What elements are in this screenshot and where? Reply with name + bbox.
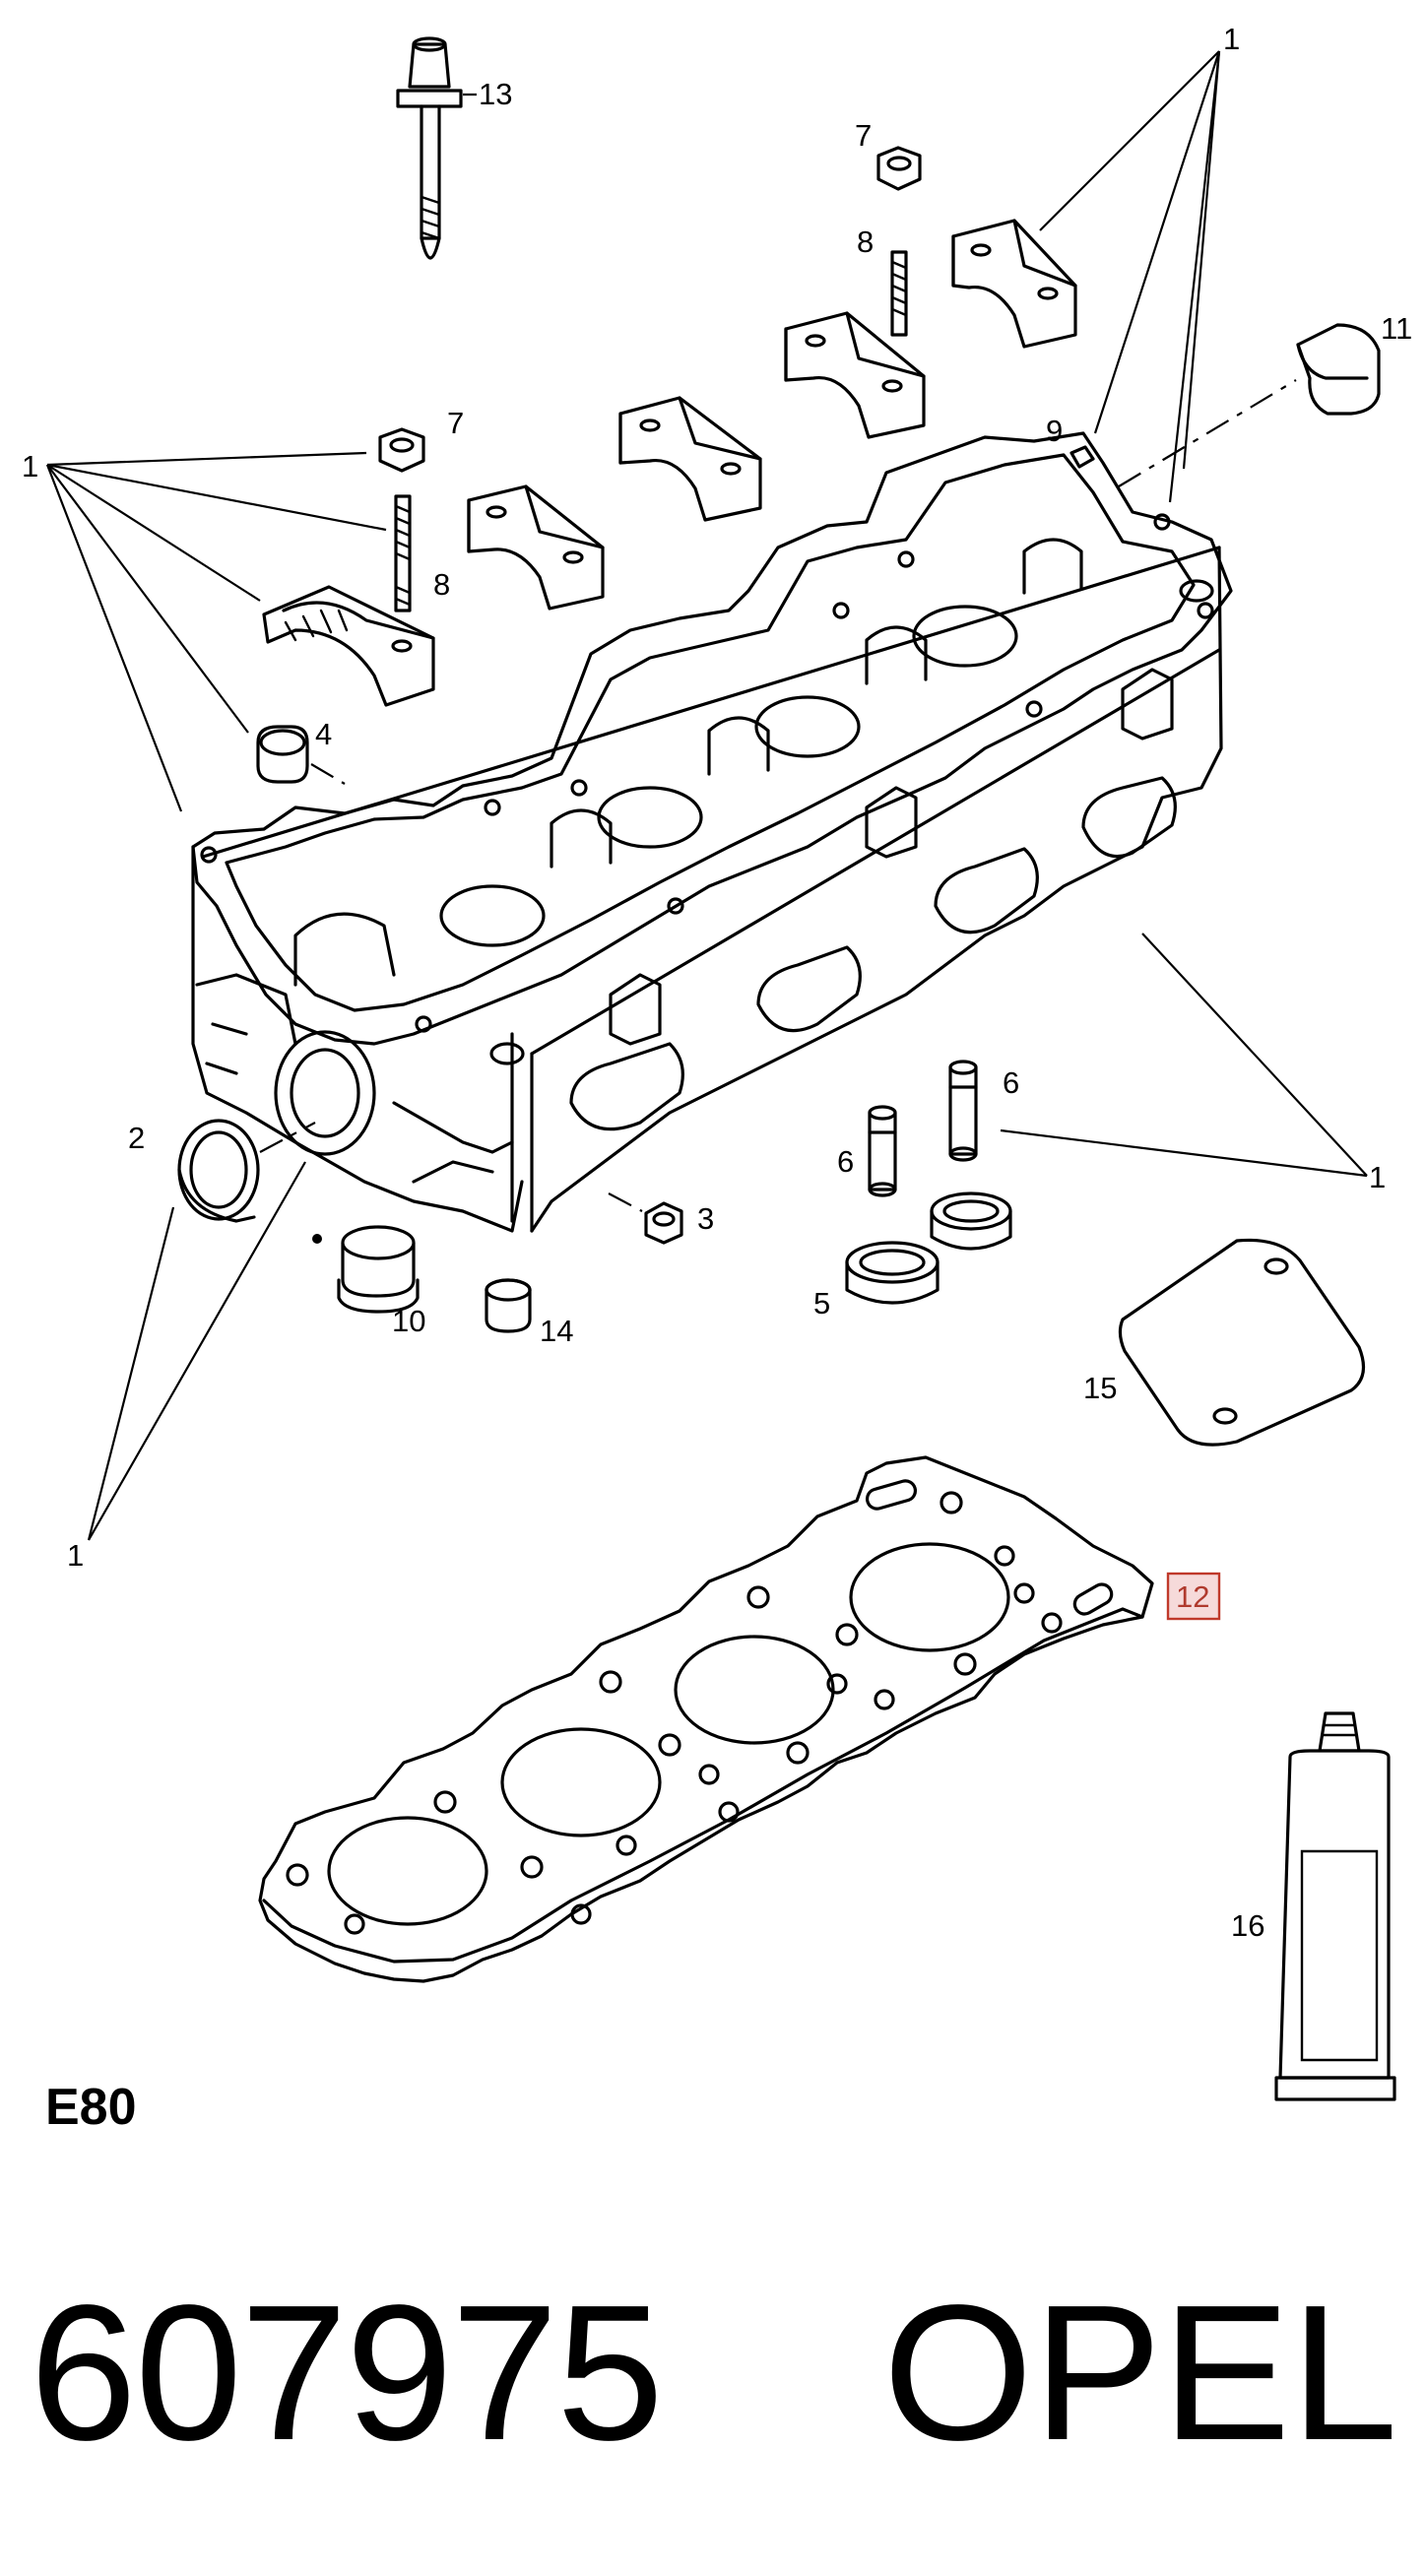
- callout-16: 16: [1231, 1908, 1264, 1943]
- valve-seal-5-b: [930, 1191, 1012, 1251]
- callout-9: 9: [1046, 414, 1063, 448]
- bearing-cap-1: [951, 219, 1077, 349]
- callout-labels: 1 1 1 1 2 3 4 5 6 6 7 7 8 8 9 10 11 13 1…: [22, 22, 1412, 1943]
- callout-14: 14: [540, 1314, 573, 1348]
- seal-ring-2: [177, 1119, 316, 1223]
- stud-8-lower: [394, 494, 412, 612]
- callout-3: 3: [697, 1201, 714, 1236]
- valve-seal-5-a: [845, 1241, 940, 1305]
- callout-8-b: 8: [433, 567, 450, 602]
- valve-guide-6-a: [868, 1105, 897, 1197]
- cap-11: [1118, 323, 1381, 487]
- callout-5: 5: [813, 1286, 830, 1320]
- section-code: E80: [45, 2079, 137, 2136]
- bearing-cap-4: [467, 484, 605, 611]
- callout-1-left: 1: [22, 449, 38, 483]
- callout-10: 10: [392, 1304, 425, 1338]
- callout-12-highlight-box: [1166, 1572, 1221, 1621]
- callout-1-right: 1: [1369, 1160, 1386, 1194]
- callout-12: 12: [1176, 1579, 1209, 1614]
- callout-7-b: 7: [447, 406, 464, 440]
- valve-guide-6-b: [948, 1060, 978, 1162]
- callout-11: 11: [1381, 311, 1412, 346]
- nut-7-upper: [876, 146, 922, 191]
- leader-lines: [45, 50, 1368, 1541]
- nut-7-lower: [378, 427, 425, 473]
- stud-8-upper: [890, 250, 908, 337]
- sealant-tube-16: [1274, 1711, 1396, 2101]
- bearing-cap-3: [618, 396, 762, 522]
- bushing-14: [485, 1278, 532, 1333]
- footer-caption: 607975 OPEL: [30, 2275, 1398, 2472]
- pin-9: [1070, 445, 1095, 469]
- bearing-cap-5-front: [262, 585, 435, 707]
- callout-6-a: 6: [837, 1144, 854, 1179]
- callout-4: 4: [315, 717, 332, 751]
- callout-8-a: 8: [857, 225, 874, 259]
- bearing-cap-2: [784, 311, 926, 439]
- head-gasket-12: [258, 1455, 1154, 1983]
- brand-name: OPEL: [882, 2265, 1398, 2480]
- callout-1-top: 1: [1223, 22, 1240, 56]
- cylinder-head: [191, 431, 1233, 1233]
- plug-4: [256, 725, 346, 785]
- callout-1-bottom: 1: [67, 1538, 84, 1573]
- plug-10: [312, 1225, 420, 1314]
- part-number: 607975: [30, 2265, 664, 2480]
- cover-plate-15: [1118, 1238, 1366, 1447]
- bolt-13: [396, 36, 463, 260]
- callout-7-a: 7: [855, 118, 872, 153]
- nut-3: [608, 1192, 683, 1245]
- callout-13: 13: [479, 77, 512, 111]
- callout-2: 2: [128, 1121, 145, 1155]
- callout-6-b: 6: [1003, 1065, 1019, 1100]
- callout-15: 15: [1083, 1371, 1117, 1405]
